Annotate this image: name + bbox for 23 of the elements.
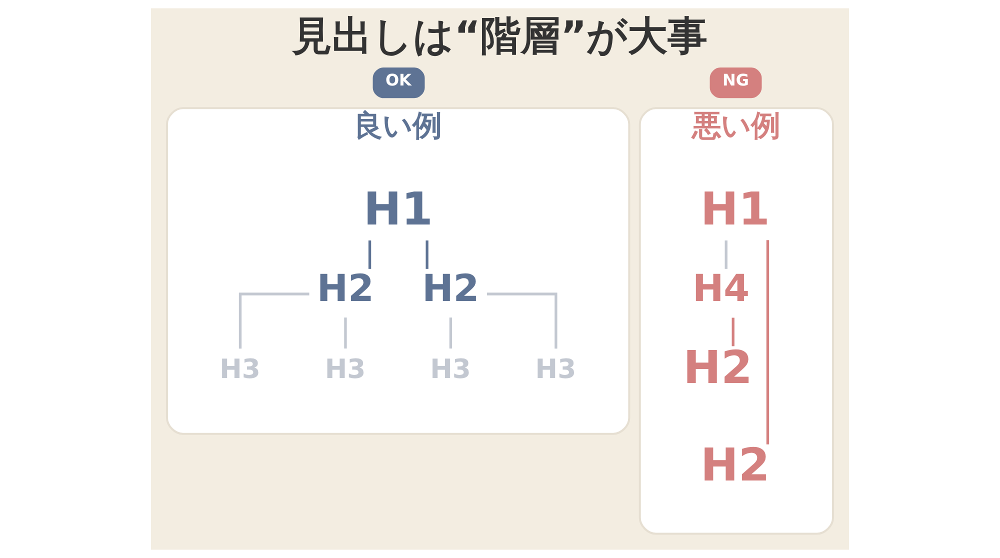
connector [368,240,372,269]
node-text: H3 [220,354,260,385]
node-text: H4 [692,266,750,310]
connector [486,292,558,349]
connector [724,240,728,269]
connector [344,318,347,349]
node-text: H1 [363,182,433,236]
node-text: H2 [683,340,753,394]
node-text: H3 [535,354,576,385]
connector [449,318,452,349]
node-text: H2 [422,266,480,310]
node-box: OK [372,68,425,98]
node-text: H3 [324,354,366,385]
connector [426,240,428,269]
connector [766,240,770,444]
diagram-title: 見出しは“階層”が大事 [292,14,708,60]
connector [238,292,310,349]
node-text: H2 [700,438,770,492]
node-text: H3 [430,354,471,385]
node-text: H2 [316,266,374,310]
node-text: H1 [700,182,770,236]
node-box: NG [710,68,762,98]
connector [732,318,734,346]
